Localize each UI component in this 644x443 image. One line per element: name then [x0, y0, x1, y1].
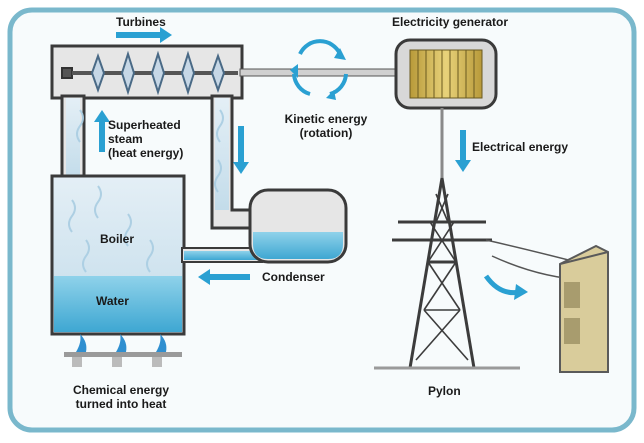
pylon-icon [374, 177, 587, 370]
label-kinetic-energy-line2: (rotation) [299, 126, 353, 140]
label-superheated-steam: Superheated steam (heat energy) [108, 118, 183, 160]
flow-arrow-icon [94, 27, 471, 285]
flame-icon [64, 334, 182, 367]
turbine-4 [180, 50, 196, 96]
label-turbines: Turbines [116, 15, 166, 29]
arrow-condenser-return [198, 269, 250, 285]
label-kinetic-energy: Kinetic energy (rotation) [276, 112, 376, 140]
steam-wisps [68, 109, 224, 273]
label-chemical-line1: Chemical energy [72, 383, 170, 397]
label-electrical-energy: Electrical energy [472, 140, 569, 154]
turbine-3 [150, 50, 166, 96]
label-chemical-energy: Chemical energy turned into heat [56, 383, 186, 411]
label-electricity-generator: Electricity generator [392, 15, 509, 29]
label-kinetic-energy-line1: Kinetic energy [284, 112, 368, 126]
turbine-blades-icon [61, 50, 238, 96]
rotation-cycle-icon [290, 39, 348, 100]
turbine-1 [90, 52, 106, 94]
arrow-to-house-head [514, 284, 528, 300]
drive-shaft [239, 68, 403, 77]
arrow-down-to-condenser [233, 126, 249, 174]
arrow-electrical [455, 130, 471, 172]
label-condenser: Condenser [262, 270, 325, 284]
label-chemical-line2: turned into heat [75, 397, 167, 411]
arrow-turbines [116, 27, 172, 43]
label-pylon: Pylon [428, 384, 461, 398]
turbine-5 [210, 52, 226, 94]
generator-coil-icon [394, 38, 498, 182]
label-superheated-line3: (heat energy) [108, 146, 184, 160]
house-icon [559, 244, 609, 373]
arrow-superheated-up [94, 110, 110, 152]
label-superheated-line1: Superheated [108, 118, 181, 132]
label-boiler: Boiler [100, 232, 135, 246]
label-water: Water [96, 294, 129, 308]
label-superheated-line2: steam [108, 132, 143, 146]
steam-pipe-system [50, 44, 348, 336]
turbine-2 [120, 50, 136, 96]
